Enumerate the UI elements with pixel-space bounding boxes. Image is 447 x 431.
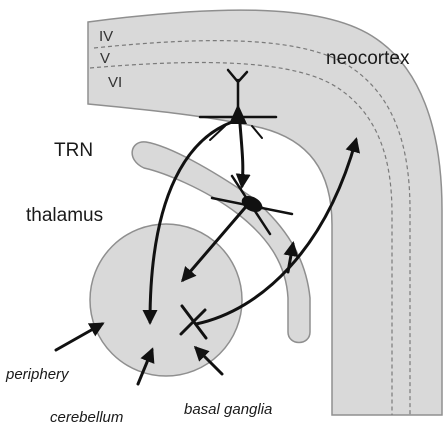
- cortex-to-trn-collateral: [240, 124, 243, 186]
- trn-label: TRN: [54, 140, 93, 161]
- neocortex-label: neocortex: [326, 48, 410, 69]
- basal-ganglia-label: basal ganglia: [184, 401, 272, 418]
- periphery-input-arrow: [56, 324, 102, 350]
- thalamus-region: [90, 224, 242, 376]
- periphery-label: periphery: [5, 366, 70, 383]
- layer-iv-label: IV: [99, 28, 113, 45]
- layer-vi-label: VI: [108, 74, 122, 91]
- layer-v-label: V: [100, 50, 110, 67]
- thalamus-label: thalamus: [26, 205, 103, 226]
- cerebellum-label: cerebellum: [50, 409, 123, 426]
